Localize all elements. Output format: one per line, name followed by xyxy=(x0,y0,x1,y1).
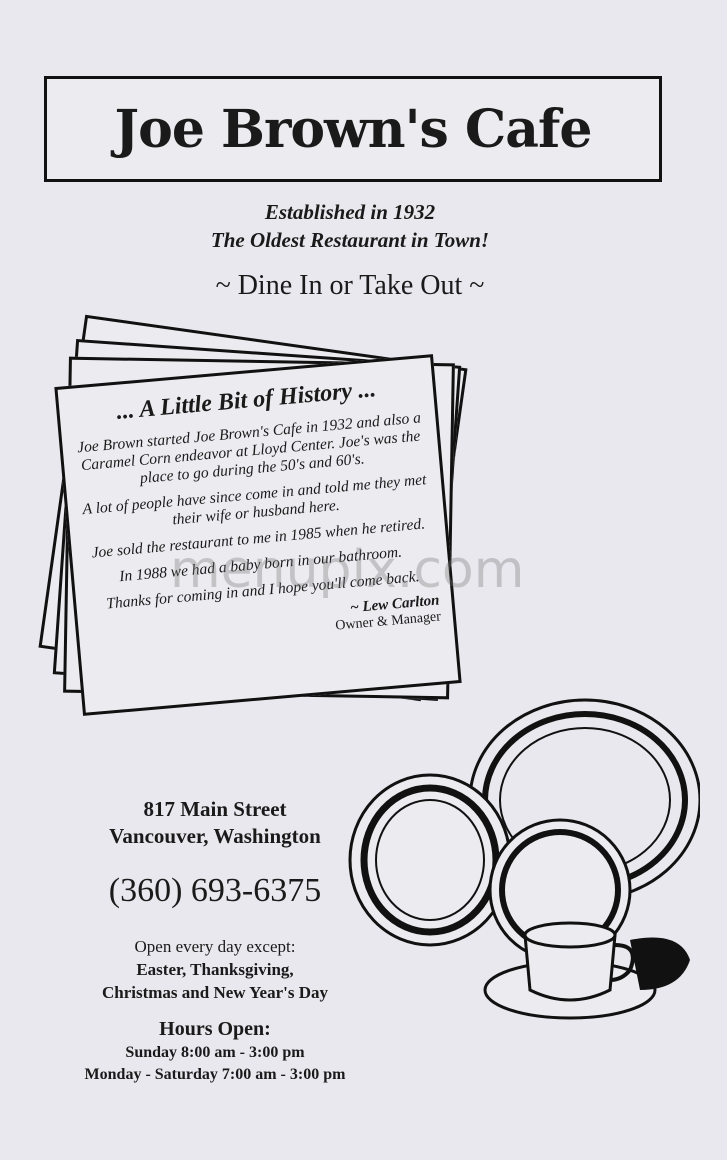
phone: (360) 693-6375 xyxy=(108,872,322,909)
history-card: ... A Little Bit of History ... Joe Brow… xyxy=(54,354,462,716)
closures-intro: Open every day except: xyxy=(134,937,296,956)
city: Vancouver, Washington xyxy=(109,824,321,848)
established-text: Established in 1932 xyxy=(264,200,436,224)
title-box: Joe Brown's Cafe xyxy=(44,76,662,182)
page-title: Joe Brown's Cafe xyxy=(114,98,593,160)
hours-weekdays: Monday - Saturday 7:00 am - 3:00 pm xyxy=(84,1066,346,1083)
closures: Open every day except: Easter, Thanksgiv… xyxy=(30,935,400,1004)
hours-heading: Hours Open: xyxy=(159,1018,271,1040)
hours-sunday: Sunday 8:00 am - 3:00 pm xyxy=(125,1044,305,1061)
oldest-text: The Oldest Restaurant in Town! xyxy=(210,228,490,252)
closures-line: Easter, Thanksgiving, xyxy=(136,960,294,979)
dishes-illustration xyxy=(348,698,700,1020)
hours: Hours Open: Sunday 8:00 am - 3:00 pm Mon… xyxy=(20,1018,410,1086)
street: 817 Main Street xyxy=(143,797,287,821)
shadow xyxy=(630,937,690,990)
watermark: menupix.com xyxy=(170,540,525,600)
address: 817 Main Street Vancouver, Washington xyxy=(30,796,400,850)
closures-line: Christmas and New Year's Day xyxy=(101,983,329,1002)
dine-in-text: ~ Dine In or Take Out ~ xyxy=(215,270,485,301)
